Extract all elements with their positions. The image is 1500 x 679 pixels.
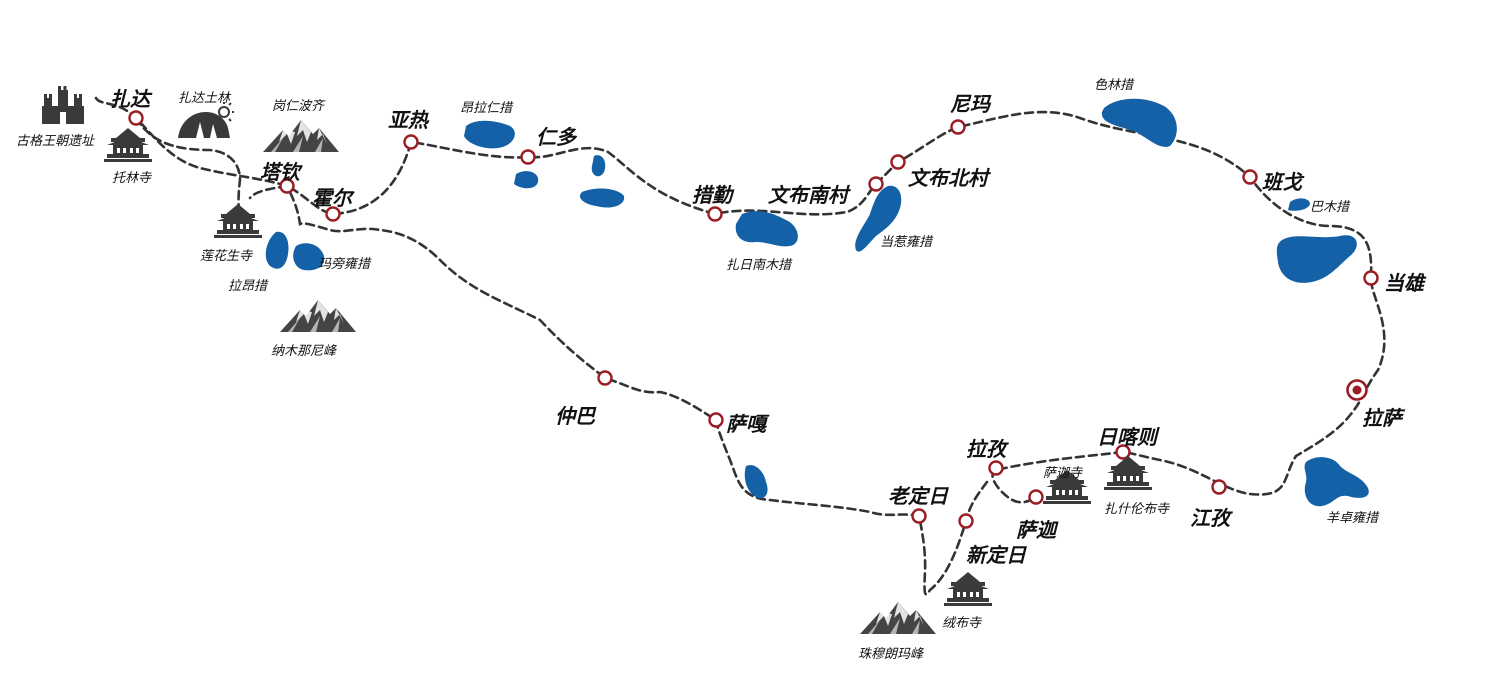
stop-sajia bbox=[1028, 489, 1044, 505]
stop-wenbu-nancun bbox=[868, 176, 884, 192]
lake-label: 昂拉仁措 bbox=[460, 101, 513, 116]
landmark-label: 莲花生寺 bbox=[200, 249, 253, 264]
lake-mapangyong-cuo bbox=[293, 243, 325, 271]
temple-icon bbox=[104, 128, 152, 162]
town-label: 日喀则 bbox=[1097, 425, 1157, 449]
stop-taqin bbox=[279, 178, 295, 194]
lake-large-right bbox=[1276, 235, 1357, 283]
stop-saga bbox=[708, 412, 724, 428]
stop-yare bbox=[403, 134, 419, 150]
lake-anglaren-cuo bbox=[464, 120, 515, 149]
lake-bamu-cuo bbox=[1288, 198, 1310, 211]
landmark-label: 萨迦寺 bbox=[1043, 466, 1083, 481]
stop-lao-dingri bbox=[911, 508, 927, 524]
lake-selin-cuo bbox=[1101, 98, 1177, 147]
stop-zhada bbox=[128, 110, 144, 126]
town-label: 亚热 bbox=[388, 108, 428, 132]
town-label: 老定日 bbox=[888, 484, 948, 508]
stop-zhongba bbox=[597, 370, 613, 386]
town-label: 文布南村 bbox=[768, 183, 848, 207]
town-label: 拉萨 bbox=[1362, 406, 1402, 430]
town-label: 拉孜 bbox=[966, 437, 1006, 461]
town-label: 塔钦 bbox=[260, 160, 300, 184]
stop-huoer bbox=[325, 206, 341, 222]
lake-la-ang-cuo bbox=[265, 231, 289, 269]
lake-label: 当惹雍措 bbox=[880, 235, 933, 250]
stop-bange bbox=[1242, 169, 1258, 185]
town-label: 当雄 bbox=[1384, 271, 1424, 295]
landmark-label: 纳木那尼峰 bbox=[271, 344, 337, 359]
landmark-label: 扎达土林 bbox=[178, 91, 231, 106]
stop-renduo bbox=[520, 149, 536, 165]
town-label: 萨迦 bbox=[1016, 518, 1056, 542]
temple-icon bbox=[214, 204, 262, 238]
stop-wenbu-beicun bbox=[890, 154, 906, 170]
mountain-icon bbox=[280, 300, 356, 332]
lake-label: 玛旁雍措 bbox=[318, 257, 371, 272]
landmark-label: 珠穆朗玛峰 bbox=[858, 647, 924, 662]
temple-icon bbox=[944, 572, 992, 606]
lake-dangre-yong-cuo bbox=[855, 185, 902, 252]
lake-small-b bbox=[591, 155, 606, 177]
town-label: 班戈 bbox=[1262, 170, 1302, 194]
lake-label: 羊卓雍措 bbox=[1326, 511, 1379, 526]
castle-icon bbox=[42, 86, 84, 124]
town-label: 文布北村 bbox=[908, 166, 988, 190]
lake-small-a bbox=[514, 171, 539, 189]
stop-lazi bbox=[988, 460, 1004, 476]
town-label: 扎达 bbox=[110, 87, 150, 111]
lake-small-c bbox=[579, 188, 625, 208]
stop-xin-dingri bbox=[958, 513, 974, 529]
stop-nima bbox=[950, 119, 966, 135]
landmark-label: 古格王朝遗址 bbox=[16, 134, 95, 149]
landmark-label: 托林寺 bbox=[112, 171, 152, 186]
landmark-label: 岗仁波齐 bbox=[272, 99, 325, 114]
landmark-label: 扎什伦布寺 bbox=[1104, 502, 1170, 517]
stop-jiangzi bbox=[1211, 479, 1227, 495]
town-label: 尼玛 bbox=[950, 92, 990, 116]
stop-cuoqin bbox=[707, 206, 723, 222]
town-label: 新定日 bbox=[966, 543, 1026, 567]
stop-rikaze bbox=[1115, 444, 1131, 460]
lake-near-saga bbox=[744, 465, 768, 499]
mountain-icon bbox=[860, 602, 936, 634]
town-label: 萨嘎 bbox=[726, 412, 766, 436]
lake-yamdrok-yong-cuo bbox=[1304, 457, 1369, 507]
lake-label: 拉昂措 bbox=[228, 279, 268, 294]
town-label: 措勤 bbox=[692, 183, 732, 207]
mountain-icon bbox=[263, 120, 339, 152]
lake-label: 扎日南木措 bbox=[726, 258, 792, 273]
stop-lhasa bbox=[1346, 379, 1368, 401]
lake-label: 巴木措 bbox=[1310, 200, 1350, 215]
town-label: 江孜 bbox=[1190, 506, 1230, 530]
stop-dangxiong bbox=[1363, 270, 1379, 286]
lake-label: 色林措 bbox=[1094, 78, 1134, 93]
earth-forest-icon bbox=[178, 102, 234, 138]
town-label: 仁多 bbox=[536, 125, 576, 149]
town-label: 霍尔 bbox=[312, 186, 352, 210]
town-label: 仲巴 bbox=[555, 404, 595, 428]
lake-zhari-nanmu-cuo bbox=[735, 211, 798, 247]
temple-icon bbox=[1104, 456, 1152, 490]
landmark-label: 绒布寺 bbox=[942, 616, 982, 631]
